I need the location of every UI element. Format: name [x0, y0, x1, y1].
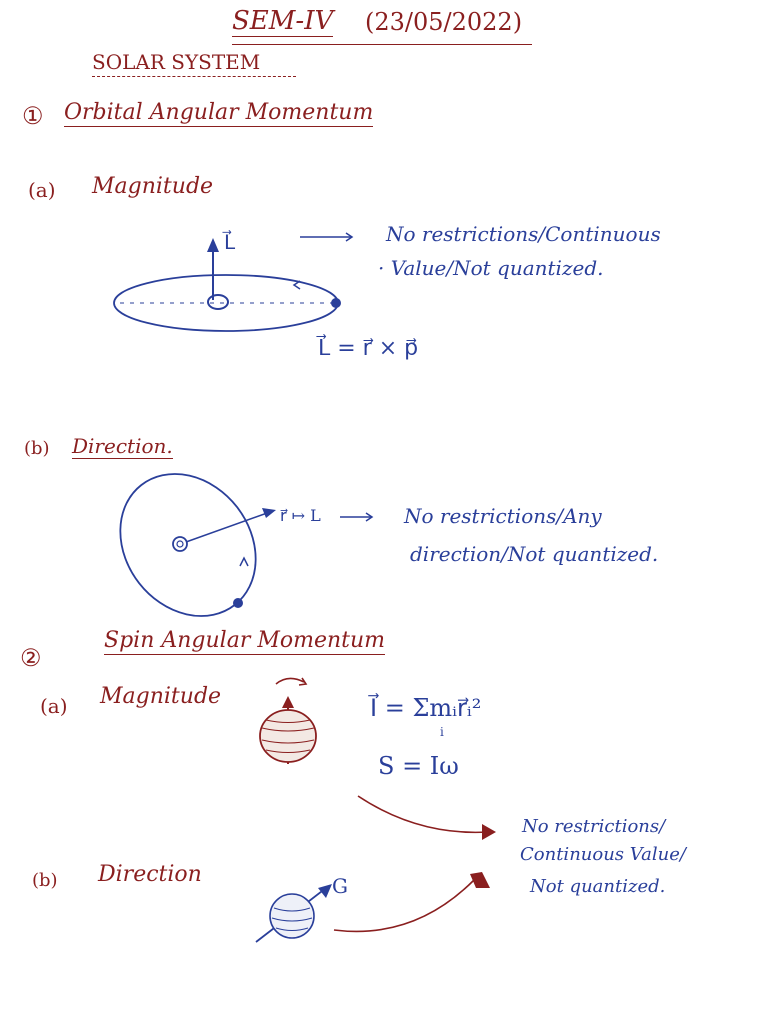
- section2-title: Spin Angular Momentum: [104, 628, 386, 655]
- section2-note-line1: No restrictions/: [522, 816, 666, 837]
- header-title: SEM-IV: [232, 6, 334, 37]
- section2b-title: Direction: [98, 862, 202, 887]
- section1a-title: Magnitude: [92, 174, 214, 199]
- section1b-title: Direction.: [72, 434, 173, 459]
- section1a-formula: L⃗ = r⃗ × p⃗: [318, 336, 419, 361]
- orbit-L-vector-label: L⃗: [224, 230, 236, 254]
- topic-underline: [92, 76, 296, 77]
- section1a-note-line2: · Value/Not quantized.: [378, 256, 604, 280]
- section2-note-line2: Continuous Value/: [520, 844, 686, 865]
- orbit-direction-vector-label: r⃗ ↦ L: [280, 506, 321, 525]
- section1a-label: (a): [28, 178, 56, 202]
- header-underline: [232, 44, 532, 45]
- section2a-title: Magnitude: [100, 684, 222, 709]
- section2-number: ②: [20, 644, 42, 672]
- spin-direction-G-label: G: [332, 874, 348, 898]
- section1b-note-line2: direction/Not quantized.: [410, 542, 659, 566]
- section2a-formula1-sub: i: [440, 725, 444, 739]
- header-date: (23/05/2022): [365, 8, 523, 36]
- section1-title: Orbital Angular Momentum: [64, 100, 374, 127]
- section2a-label: (a): [40, 694, 68, 718]
- topic-title: SOLAR SYSTEM: [92, 50, 261, 74]
- section1a-note-line1: No restrictions/Continuous: [386, 222, 661, 246]
- section1b-note-line1: No restrictions/Any: [404, 504, 602, 528]
- section1b-label: (b): [24, 438, 50, 459]
- section2a-formula2: S = Iω: [378, 752, 459, 780]
- section2-note-line3: Not quantized.: [530, 876, 666, 897]
- section2a-formula1: I⃗ = Σmᵢr⃗ᵢ²: [370, 694, 482, 722]
- section1-number: ①: [22, 102, 44, 130]
- section2b-label: (b): [32, 870, 58, 891]
